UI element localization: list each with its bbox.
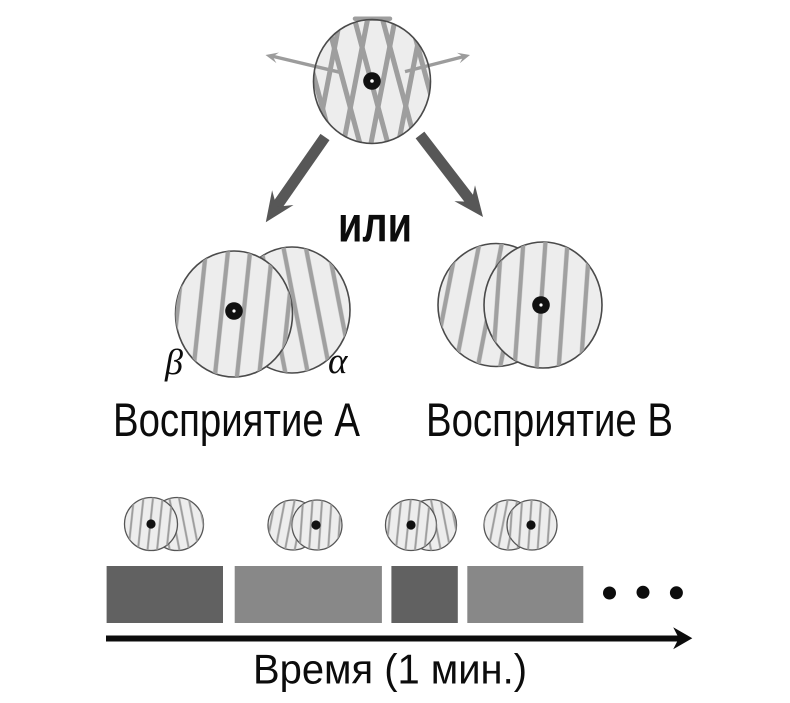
svg-text:или: или [338,197,412,253]
svg-text:Восприятие В: Восприятие В [426,393,673,446]
svg-text:Восприятие А: Восприятие А [113,393,361,446]
svg-text:Время (1 мин.): Время (1 мин.) [253,646,527,693]
svg-text:α: α [328,341,349,382]
svg-text:β: β [164,342,183,382]
